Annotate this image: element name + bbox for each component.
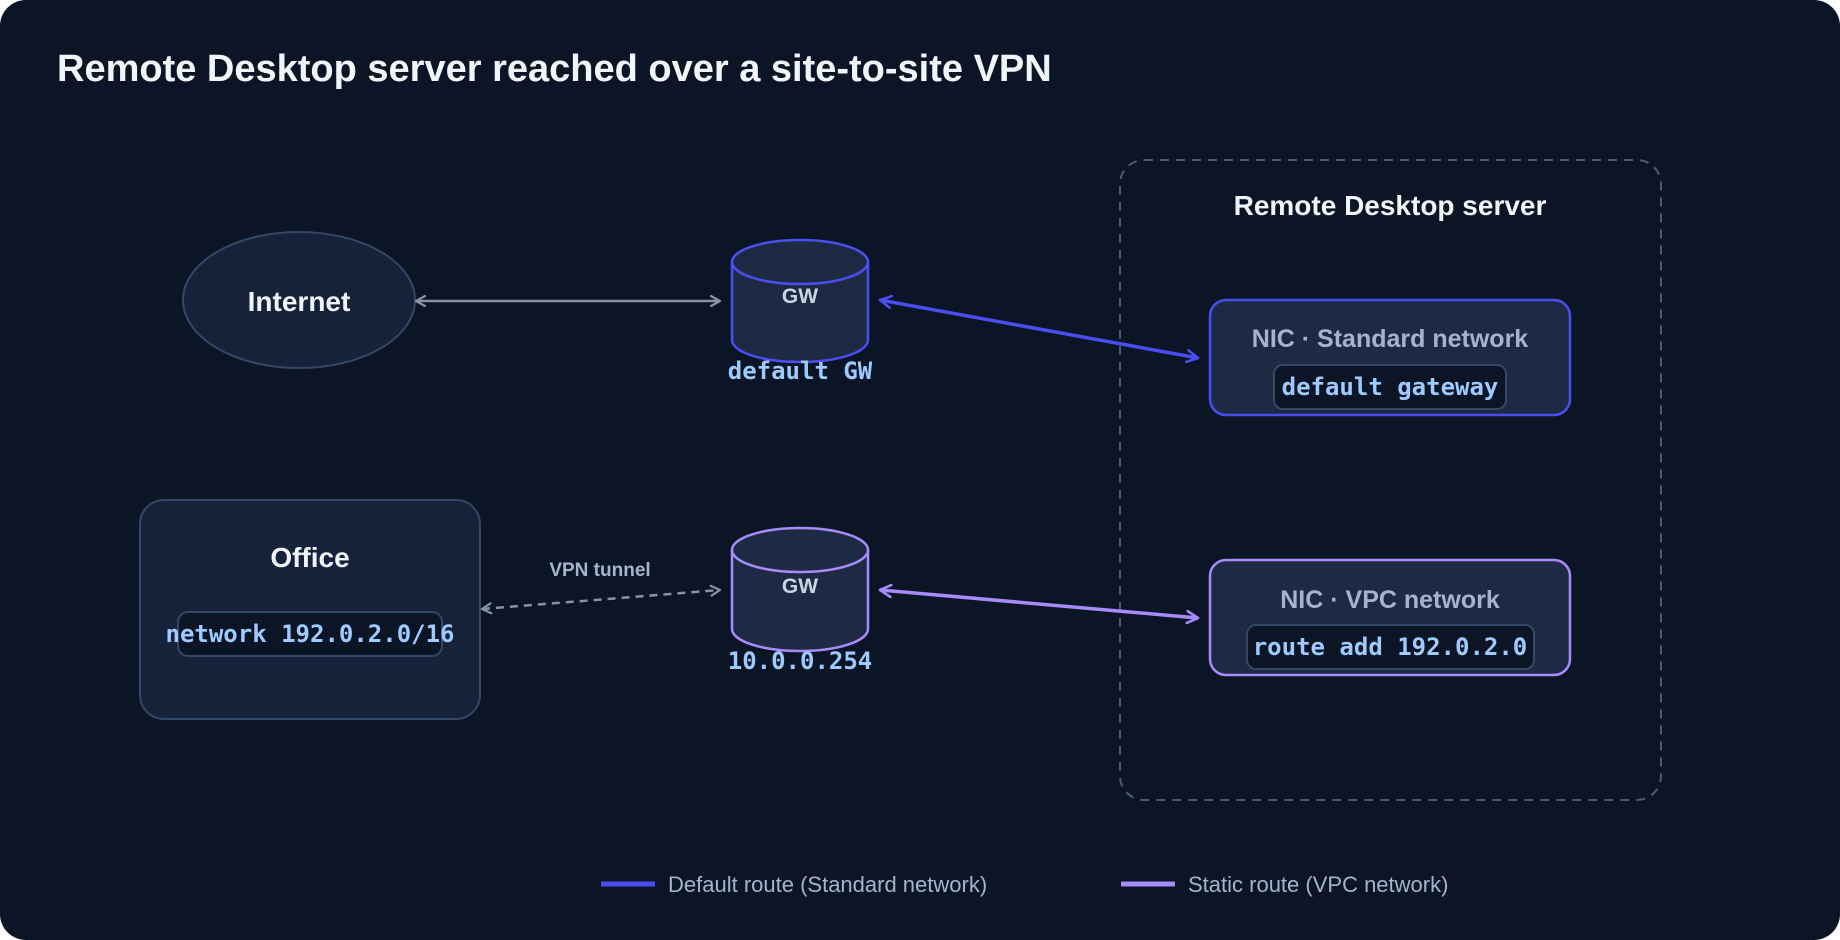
nic-vpc-code: route add 192.0.2.0 xyxy=(1253,633,1528,661)
nic-vpc-code-box xyxy=(1246,624,1535,670)
office-code-box xyxy=(177,611,443,657)
server-container: Remote Desktop server xyxy=(1119,159,1662,801)
diagram-title: Remote Desktop server reached over a sit… xyxy=(57,48,1052,90)
legend-static-route-label: Static route (VPC network) xyxy=(1188,872,1448,897)
legend: Default route (Standard network) Static … xyxy=(601,872,1448,897)
office-label: Office xyxy=(270,542,349,573)
vpc-gw-cylinder: GW 10.0.0.254 xyxy=(728,526,873,675)
nic-standard-code-box xyxy=(1273,364,1507,410)
nic-standard-node: NIC · Standard network default gateway xyxy=(1208,298,1572,417)
nic-vpc-label: NIC · VPC network xyxy=(1280,586,1500,614)
office-node: Office network 192.0.2.0/16 xyxy=(139,499,481,720)
default-gw-label: GW xyxy=(782,285,818,308)
default-route-link xyxy=(880,300,1198,358)
internet-label: Internet xyxy=(248,286,351,317)
default-gw-cylinder: GW default GW xyxy=(728,238,873,385)
nic-vpc-node: NIC · VPC network route add 192.0.2.0 xyxy=(1208,558,1572,677)
vpc-gw-caption: 10.0.0.254 xyxy=(728,647,873,675)
vpn-tunnel-label: VPN tunnel xyxy=(549,560,650,581)
internet-node: Internet xyxy=(182,231,416,369)
vpn-tunnel-link xyxy=(482,590,720,609)
legend-default-route-label: Default route (Standard network) xyxy=(668,872,987,897)
vpc-gw-label: GW xyxy=(782,575,818,598)
default-gw-caption: default GW xyxy=(728,357,873,385)
office-network-code: network 192.0.2.0/16 xyxy=(166,620,455,648)
static-route-link xyxy=(880,590,1198,618)
server-label: Remote Desktop server xyxy=(1234,190,1547,221)
nic-standard-label: NIC · Standard network xyxy=(1252,325,1529,353)
nic-standard-code: default gateway xyxy=(1282,373,1499,401)
